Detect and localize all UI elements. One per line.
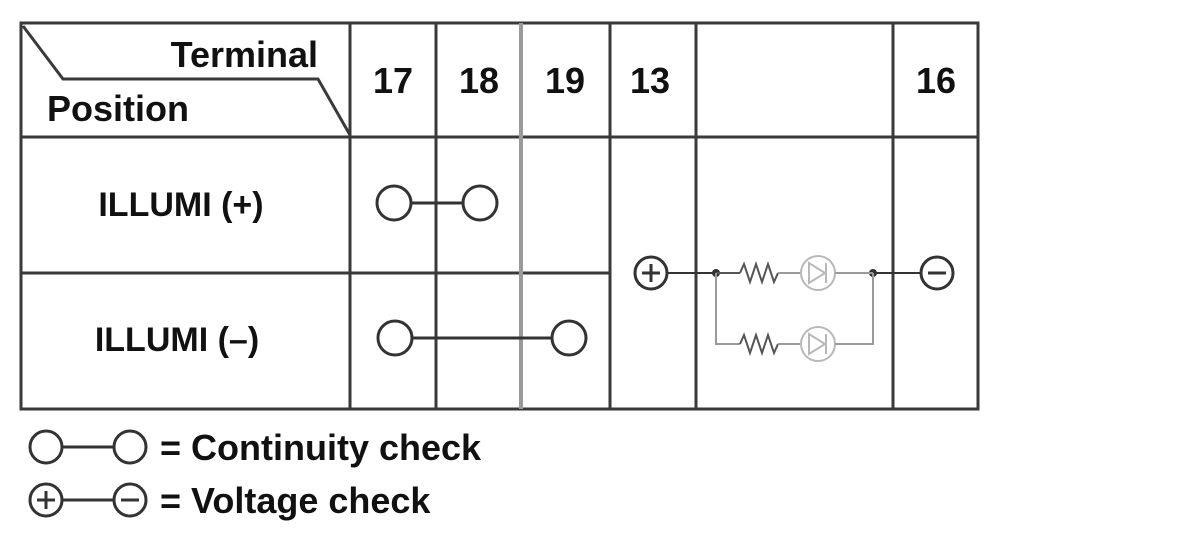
resistor-icon: [739, 331, 779, 357]
header-terminal-label: Terminal: [171, 34, 318, 75]
minus-circle-icon: [112, 482, 148, 518]
legend: = Continuity check = Voltage check: [28, 427, 482, 521]
table-border: [19, 21, 980, 411]
plus-circle-icon: [633, 255, 669, 291]
minus-circle-icon: [919, 255, 955, 291]
plus-circle-icon: [28, 482, 64, 518]
resistor-icon: [739, 260, 779, 286]
row-illumi-plus-label: ILLUMI (+): [98, 186, 263, 224]
header-diagonal-divider: [21, 25, 352, 136]
legend-continuity-symbol: [28, 429, 148, 465]
continuity-17-18: [375, 184, 499, 222]
terminal-16-label: 16: [916, 60, 956, 101]
header-position-label: Position: [47, 88, 189, 129]
open-circle-icon: [461, 184, 499, 222]
open-circle-icon: [28, 429, 64, 465]
legend-continuity-label: = Continuity check: [160, 427, 482, 468]
terminal-13-label: 13: [630, 60, 670, 101]
terminal-19-label: 19: [545, 60, 585, 101]
circuit-wire: [835, 273, 874, 345]
open-circle-icon: [376, 319, 414, 357]
terminal-18-label: 18: [459, 60, 499, 101]
open-circle-icon: [375, 184, 413, 222]
row-illumi-minus-label: ILLUMI (–): [95, 321, 259, 359]
continuity-17-19: [376, 319, 588, 357]
legend-voltage-label: = Voltage check: [160, 480, 431, 521]
circuit-wire: [715, 273, 740, 345]
terminal-17-label: 17: [373, 60, 413, 101]
led-icon: [800, 326, 836, 362]
legend-voltage-symbol: [28, 482, 148, 518]
table-grid: [19, 21, 980, 411]
illumination-circuit: [633, 255, 955, 362]
led-icon: [800, 255, 836, 291]
open-circle-icon: [550, 319, 588, 357]
open-circle-icon: [112, 429, 148, 465]
